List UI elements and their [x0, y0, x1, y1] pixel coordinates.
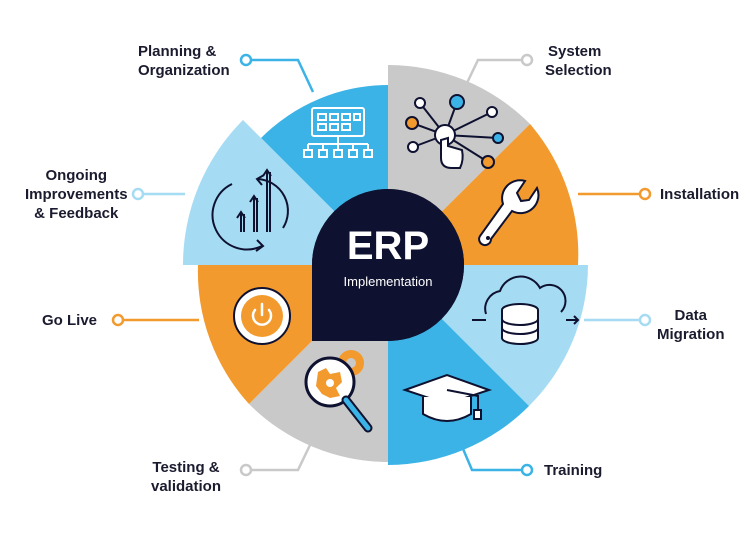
- label-testing: Testing & validation: [151, 459, 222, 495]
- connectors: [111, 53, 652, 477]
- label-training: Training: [544, 462, 603, 479]
- label-data: Data Migration: [657, 307, 725, 343]
- growth-arrows-icon: [211, 168, 289, 252]
- magnifier-gear-icon: [304, 350, 373, 433]
- power-button-icon: [233, 287, 291, 345]
- connector-training: [456, 436, 527, 472]
- connector-planning: [246, 58, 315, 93]
- connector-selection: [464, 58, 527, 86]
- label-planning: Planning & Organization: [138, 43, 230, 79]
- label-selection: System Selection: [545, 43, 612, 79]
- center-title: ERP: [346, 224, 430, 268]
- touch-network-icon: [405, 94, 504, 169]
- label-ongoing: Ongoing Improvements & Feedback: [25, 167, 128, 222]
- center-subtitle: Implementation: [343, 274, 433, 289]
- wrench-icon: [478, 179, 540, 247]
- label-install: Installation: [660, 186, 740, 203]
- graduation-cap-icon: [401, 373, 493, 422]
- center-hub-circle: [312, 189, 464, 341]
- org-chart-icon: [303, 107, 373, 158]
- wheel: [182, 64, 588, 465]
- label-golive: Go Live: [42, 312, 98, 329]
- connector-testing: [246, 444, 312, 472]
- cloud-database-icon: [472, 275, 580, 345]
